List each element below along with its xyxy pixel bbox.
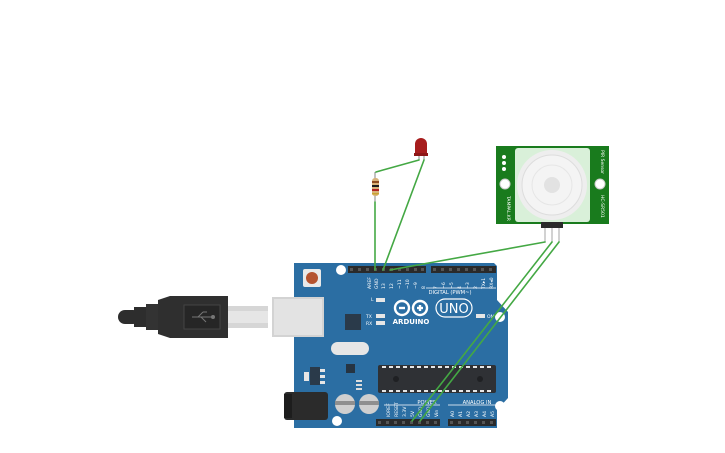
- power-jack: [284, 392, 328, 420]
- svg-text:~3: ~3: [465, 282, 471, 289]
- capacitor: [359, 394, 379, 414]
- label-l: L: [371, 297, 374, 303]
- wires[interactable]: [374, 159, 560, 422]
- power-analog-header[interactable]: [376, 419, 496, 426]
- svg-text:GND: GND: [426, 406, 432, 417]
- tx-led: [376, 314, 385, 318]
- svg-text:5V: 5V: [410, 410, 416, 417]
- svg-text:13: 13: [381, 283, 387, 289]
- digital-pin-header[interactable]: [348, 266, 496, 273]
- red-led[interactable]: [414, 138, 428, 160]
- svg-text:A5: A5: [490, 411, 496, 417]
- pir-title: PIR Sensor: [599, 150, 605, 174]
- mounting-hole: [495, 401, 505, 411]
- label-rx: RX: [366, 321, 372, 327]
- digital-header-label: DIGITAL (PWM~): [428, 290, 471, 296]
- pir-pin-header[interactable]: [541, 222, 563, 228]
- svg-text:GND: GND: [374, 278, 380, 289]
- svg-text:4: 4: [457, 286, 463, 289]
- svg-text:~5: ~5: [449, 282, 455, 289]
- capacitor: [335, 394, 355, 414]
- svg-text:A1: A1: [458, 411, 464, 417]
- svg-text:8: 8: [421, 286, 427, 289]
- rx-led: [376, 321, 385, 325]
- arduino-wordmark: ARDUINO: [393, 318, 430, 326]
- svg-text:7: 7: [433, 286, 439, 289]
- power-analog-labels: IOREF RESET 3.3V 5V GND GND Vin A0 A1 A2…: [386, 402, 496, 417]
- svg-text:AREF: AREF: [367, 277, 373, 289]
- usb-chip: [345, 314, 361, 330]
- pir-sensor[interactable]: PIR Sensor HC-SR501 TAMPAL.KR: [496, 146, 609, 242]
- arduino-infinity-logo-icon: [393, 299, 429, 317]
- svg-text:2: 2: [473, 286, 479, 289]
- svg-text:A0: A0: [450, 411, 456, 417]
- crystal-oscillator: [331, 342, 369, 355]
- svg-text:TX▸1: TX▸1: [481, 278, 487, 290]
- uno-badge: [435, 298, 473, 318]
- svg-text:3.3V: 3.3V: [402, 406, 408, 417]
- usb-cable[interactable]: [118, 296, 268, 338]
- mounting-hole: [336, 265, 346, 275]
- wire-led-to-pin13[interactable]: [382, 159, 425, 271]
- svg-text:~9: ~9: [413, 282, 419, 289]
- svg-text:~10: ~10: [405, 279, 411, 289]
- power-header-label: POWER: [417, 400, 437, 406]
- usb-symbol-icon: [192, 311, 215, 323]
- wire-pir-gnd-to-gnd[interactable]: [419, 241, 560, 422]
- wire-led-to-resistor[interactable]: [375, 159, 420, 173]
- svg-text:12: 12: [389, 283, 395, 289]
- label-on: ON: [487, 314, 494, 320]
- pir-part: HC-SR501: [599, 195, 605, 218]
- svg-text:~11: ~11: [397, 279, 403, 289]
- wire-pir-vcc-to-5v[interactable]: [411, 241, 553, 422]
- reset-button[interactable]: [303, 269, 321, 287]
- l-led: [376, 298, 385, 302]
- digital-pin-labels: AREF GND 13 12 ~11 ~10 ~9 8 7 ~6 ~5 4 ~3…: [367, 277, 495, 290]
- atmega-chip: [378, 365, 496, 393]
- model-label: UNO: [439, 302, 468, 317]
- wire-pir-out-to-pin2[interactable]: [389, 241, 546, 271]
- on-led: [476, 314, 485, 318]
- svg-text:~6: ~6: [441, 282, 447, 289]
- pir-brand: TAMPAL.KR: [505, 195, 511, 221]
- svg-text:RX◂0: RX◂0: [489, 277, 495, 289]
- svg-text:RESET: RESET: [394, 402, 400, 417]
- arduino-uno-board[interactable]: L TX RX ON UNO ARDUINO AREF GND 13: [272, 263, 508, 428]
- analog-header-label: ANALOG IN: [463, 400, 492, 406]
- svg-text:Vin: Vin: [434, 410, 440, 417]
- resistor[interactable]: [372, 172, 379, 202]
- svg-text:A4: A4: [482, 411, 488, 417]
- label-tx: TX: [365, 314, 372, 320]
- mounting-hole: [332, 416, 342, 426]
- svg-text:A2: A2: [466, 411, 472, 417]
- svg-text:A3: A3: [474, 411, 480, 417]
- fresnel-lens-icon: [544, 177, 560, 193]
- svg-text:IOREF: IOREF: [386, 403, 392, 417]
- svg-text:GND: GND: [418, 406, 424, 417]
